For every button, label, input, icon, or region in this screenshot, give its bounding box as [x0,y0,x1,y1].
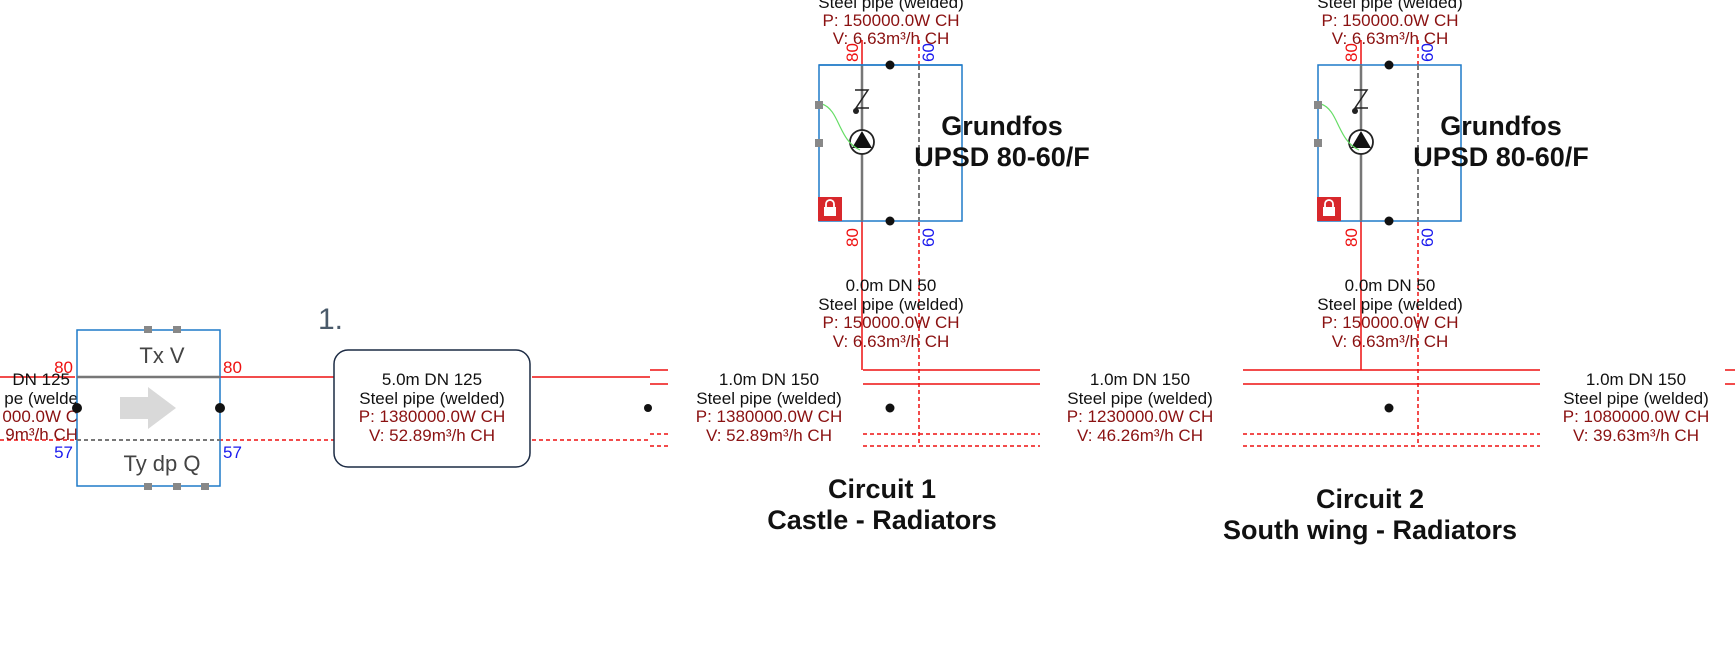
circuit-1-pump-name: Grundfos [941,111,1063,141]
sensor-supply-temp-right: 80 [223,358,242,377]
segment-2-material: Steel pipe (welded) [696,389,842,408]
circuit-1-branch-power: P: 150000.0W CH [822,313,959,332]
main-supply-line[interactable] [0,369,1735,385]
step-marker: 1. [318,303,343,336]
circuit-1-supply-temp-bottom: 80 [843,228,862,247]
segment-3-length: 1.0m DN 150 [1090,370,1190,389]
pipe-segment-1[interactable]: 5.0m DN 125 Steel pipe (welded) P: 13800… [333,349,531,468]
left-pipe-power: 000.0W C [2,407,78,426]
measurement-unit[interactable]: Tx V Ty dp Q 80 80 57 57 [54,326,242,490]
circuit-2-supply-temp-bottom: 80 [1342,228,1361,247]
connection-dot-icon [1384,403,1394,413]
circuit-1-supply-temp-top: 80 [843,43,862,62]
circuit-2-return-temp-bottom: 60 [1418,228,1437,247]
circuit-1[interactable]: Steel pipe (welded) P: 150000.0W CH V: 6… [767,0,1090,535]
circuit-1-subtitle: Castle - Radiators [767,505,997,535]
circuit-1-branch-material: Steel pipe (welded) [818,295,964,314]
connection-dot-icon [1384,216,1394,226]
segment-3-power: P: 1230000.0W CH [1067,407,1213,426]
segment-1-flow: V: 52.89m³/h CH [369,426,495,445]
circuit-2-subtitle: South wing - Radiators [1223,515,1517,545]
circuit-2[interactable]: Steel pipe (welded) P: 150000.0W CH V: 6… [1223,0,1589,545]
connection-dot-icon [644,404,652,412]
left-pipe-label: DN 125 pe (welde 000.0W C 9m³/h CH [2,370,78,444]
circuit-1-top-pipe-power: P: 150000.0W CH [822,11,959,30]
pump-icon [1348,129,1374,155]
sensor-bottom-label: Ty dp Q [123,451,200,476]
circuit-2-top-pipe-power: P: 150000.0W CH [1321,11,1458,30]
connection-dot-icon [72,403,82,413]
circuit-1-return-temp-top: 60 [919,43,938,62]
check-valve-icon [853,89,870,114]
lock-icon[interactable] [1317,197,1341,221]
circuit-2-branch-length: 0.0m DN 50 [1345,276,1436,295]
circuit-2-pump-name: Grundfos [1440,111,1562,141]
circuit-1-branch-flow: V: 6.63m³/h CH [833,332,950,351]
segment-3-flow: V: 46.26m³/h CH [1077,426,1203,445]
pipe-segment-4[interactable]: 1.0m DN 150 Steel pipe (welded) P: 10800… [1563,370,1709,445]
pipe-segment-3[interactable]: 1.0m DN 150 Steel pipe (welded) P: 12300… [1067,370,1213,445]
left-pipe-material: pe (welde [4,389,78,408]
sensor-top-label: Tx V [139,343,185,368]
segment-3-material: Steel pipe (welded) [1067,389,1213,408]
segment-2-flow: V: 52.89m³/h CH [706,426,832,445]
segment-2-length: 1.0m DN 150 [719,370,819,389]
connection-dot-icon [885,403,895,413]
left-pipe-length: DN 125 [12,370,70,389]
segment-4-material: Steel pipe (welded) [1563,389,1709,408]
connection-dot-icon [885,60,895,70]
connection-dot-icon [885,216,895,226]
segment-2-power: P: 1380000.0W CH [696,407,842,426]
circuit-1-title: Circuit 1 [828,474,936,504]
main-return-line[interactable] [0,433,1540,447]
circuit-1-pump-group[interactable] [818,64,963,222]
lock-icon[interactable] [818,197,842,221]
connection-dot-icon [1384,60,1394,70]
circuit-2-supply-temp-top: 80 [1342,43,1361,62]
circuit-2-return-temp-top: 60 [1418,43,1437,62]
circuit-2-branch-flow: V: 6.63m³/h CH [1332,332,1449,351]
arrow-right-icon [120,387,176,429]
check-valve-icon [1352,89,1369,114]
sensor-return-temp-left: 57 [54,443,73,462]
pump-icon [849,129,875,155]
pipe-segment-2[interactable]: 1.0m DN 150 Steel pipe (welded) P: 13800… [696,370,842,445]
circuit-2-top-pipe-material: Steel pipe (welded) [1317,0,1463,12]
connection-dot-icon [215,403,225,413]
sensor-return-temp-right: 57 [223,443,242,462]
segment-4-length: 1.0m DN 150 [1586,370,1686,389]
segment-4-power: P: 1080000.0W CH [1563,407,1709,426]
circuit-2-title: Circuit 2 [1316,484,1424,514]
segment-1-length: 5.0m DN 125 [382,370,482,389]
circuit-2-pump-model: UPSD 80-60/F [1413,142,1589,172]
circuit-1-return-temp-bottom: 60 [919,228,938,247]
segment-4-flow: V: 39.63m³/h CH [1573,426,1699,445]
circuit-2-branch-material: Steel pipe (welded) [1317,295,1463,314]
circuit-1-pump-model: UPSD 80-60/F [914,142,1090,172]
circuit-2-branch-power: P: 150000.0W CH [1321,313,1458,332]
segment-1-material: Steel pipe (welded) [359,389,505,408]
sensor-supply-temp-left: 80 [54,358,73,377]
circuit-1-top-pipe-material: Steel pipe (welded) [818,0,964,12]
left-pipe-flow: 9m³/h CH [5,425,78,444]
circuit-1-branch-length: 0.0m DN 50 [846,276,937,295]
segment-1-power: P: 1380000.0W CH [359,407,505,426]
